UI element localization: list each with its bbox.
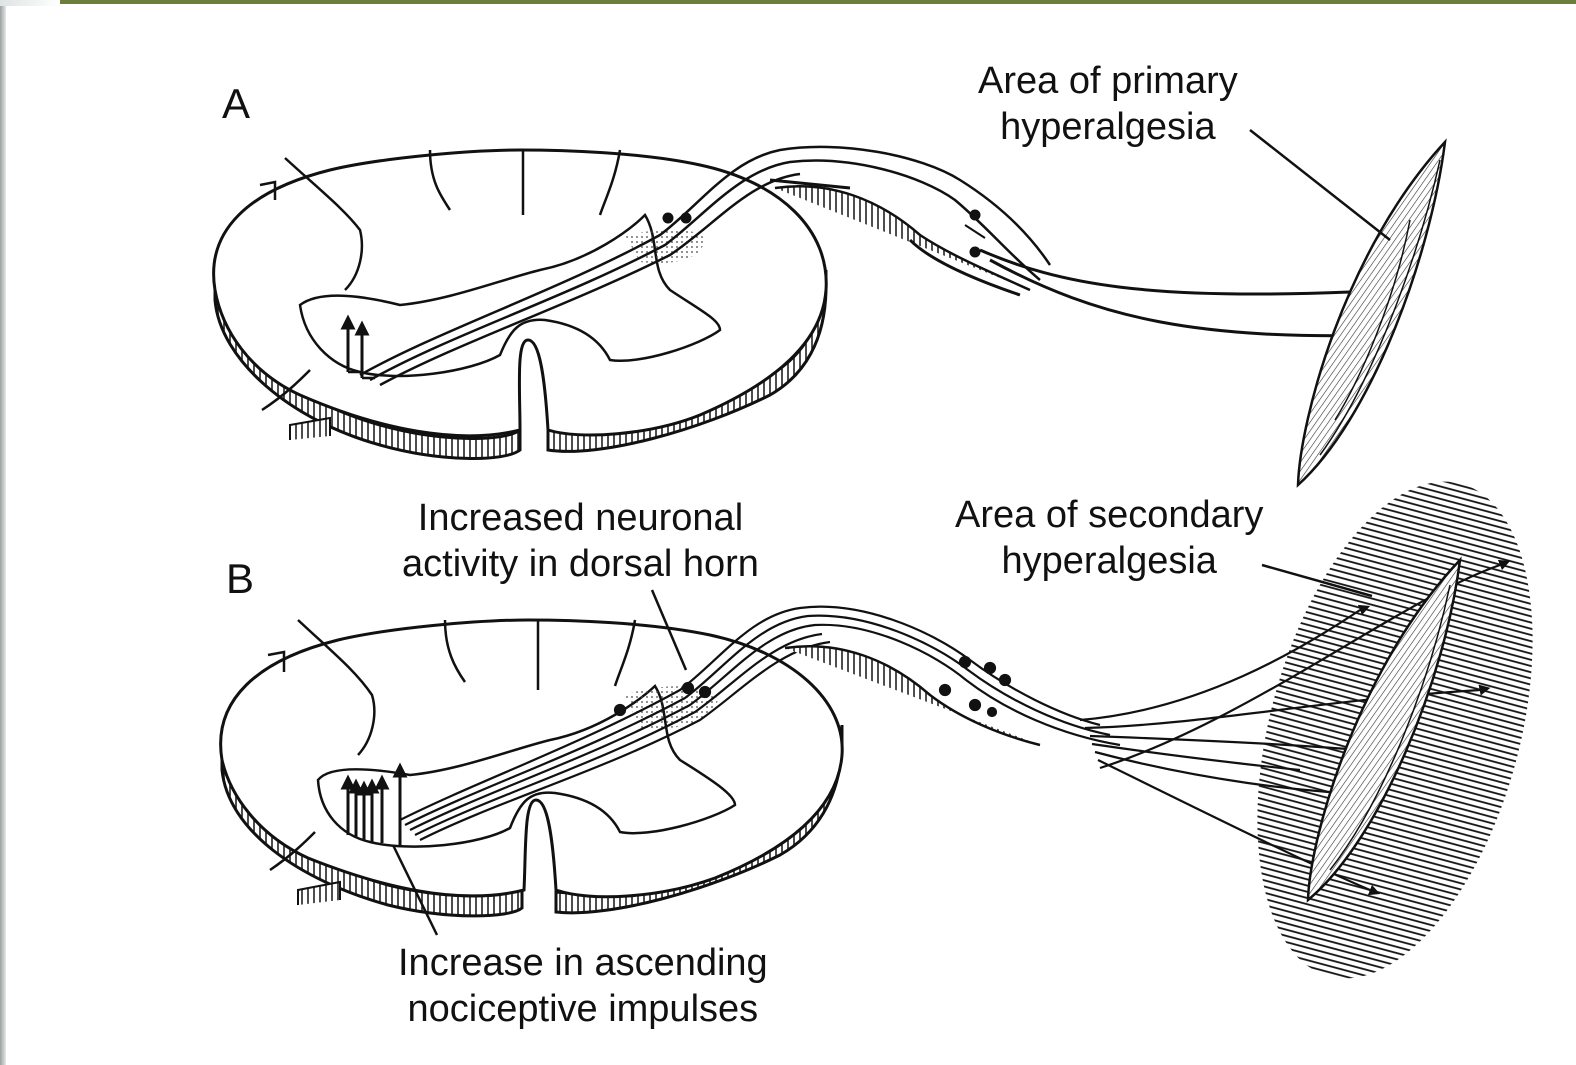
ascending-impulses-line2: nociceptive impulses xyxy=(398,986,768,1032)
primary-hyperalgesia-line1: Area of primary xyxy=(978,58,1238,104)
panel-label-b: B xyxy=(226,555,254,603)
primary-hyperalgesia-label: Area of primary hyperalgesia xyxy=(978,58,1238,150)
panel-label-a: A xyxy=(222,80,250,128)
ascending-impulses-line1: Increase in ascending xyxy=(398,940,768,986)
neuronal-activity-line1: Increased neuronal xyxy=(402,495,759,541)
secondary-hyperalgesia-label: Area of secondary hyperalgesia xyxy=(955,492,1263,584)
panel-b-spinal-cord xyxy=(221,620,843,916)
ascending-impulses-label: Increase in ascending nociceptive impuls… xyxy=(398,940,768,1032)
panel-a-skin-area xyxy=(1298,142,1445,485)
neuronal-activity-line2: activity in dorsal horn xyxy=(402,541,759,587)
secondary-hyperalgesia-line1: Area of secondary xyxy=(955,492,1263,538)
primary-hyperalgesia-pointer xyxy=(1250,130,1390,240)
panel-a-spinal-cord xyxy=(214,150,827,458)
secondary-hyperalgesia-line2: hyperalgesia xyxy=(955,538,1263,584)
primary-hyperalgesia-line2: hyperalgesia xyxy=(978,104,1238,150)
neuronal-activity-label: Increased neuronal activity in dorsal ho… xyxy=(402,495,759,587)
